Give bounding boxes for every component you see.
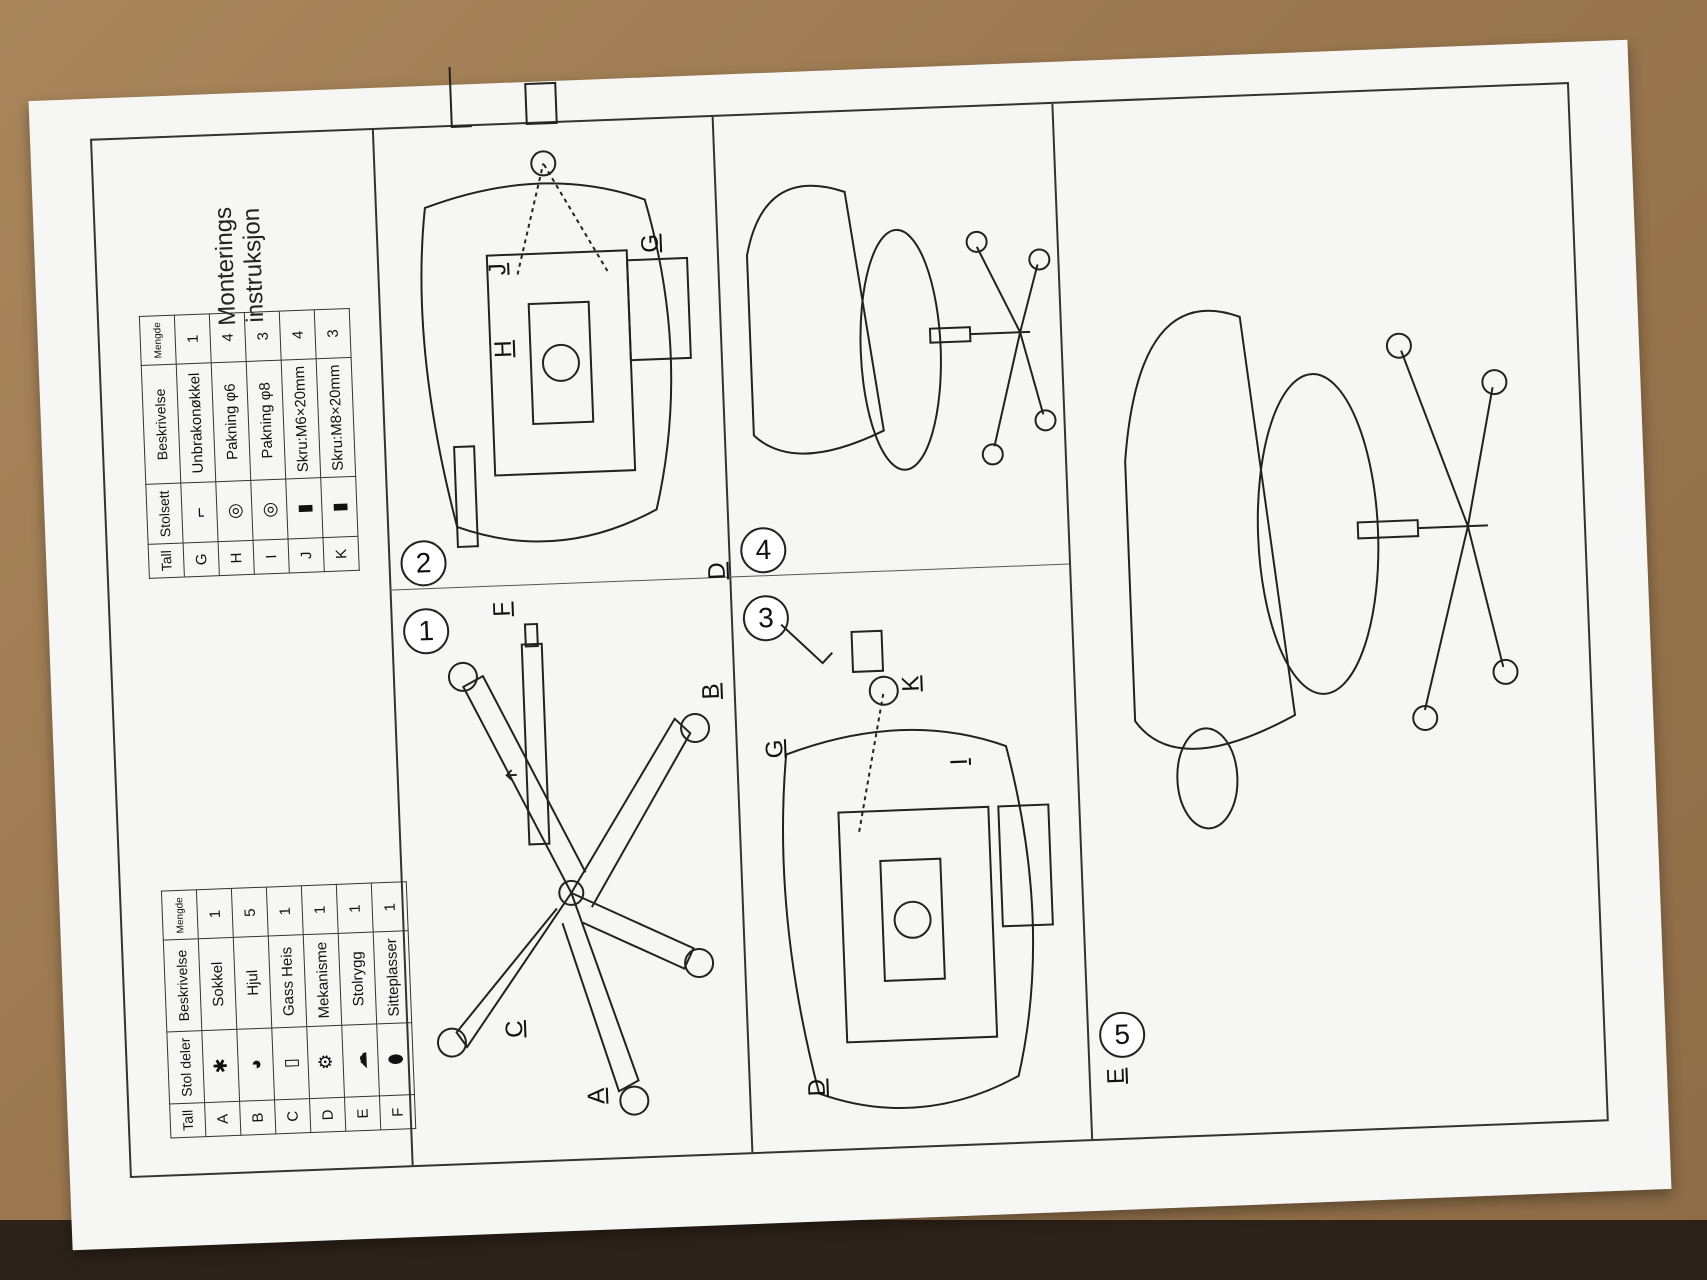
title-line-1: Monterings — [209, 206, 242, 327]
row-beskrivelse: Sitteplasser — [373, 931, 412, 1024]
row-beskrivelse: Skru:M8×20mm — [316, 357, 356, 478]
row-mengde: 1 — [266, 886, 304, 937]
step4-diagram — [745, 184, 1057, 471]
page-title: Monterings instruksjon — [210, 205, 271, 326]
base-icon: ✱ — [201, 1029, 240, 1103]
col-header-tall: Tall — [148, 543, 185, 579]
backrest-icon: ☁ — [341, 1023, 380, 1098]
col-header-stol-deler: Stol deler — [166, 1030, 205, 1104]
col-header-stolsett: Stolsett — [145, 483, 184, 545]
mechanism-icon: ⚙ — [306, 1025, 345, 1099]
label-I: I — [945, 758, 974, 766]
row-beskrivelse: Hjul — [233, 936, 272, 1030]
label-K: K — [897, 675, 925, 693]
row-beskrivelse: Stolrygg — [338, 932, 377, 1026]
row-mengde: 3 — [314, 308, 352, 359]
row-tall: E — [344, 1095, 381, 1132]
allen-key-icon: ⌐ — [180, 482, 219, 544]
row-beskrivelse: Unbrakonøkkel — [176, 362, 216, 484]
label-D-step2: D — [703, 561, 732, 581]
row-mengde: 1 — [196, 888, 234, 940]
row-beskrivelse: Mekanisme — [303, 933, 342, 1027]
step2-diagram — [420, 66, 692, 549]
step1-diagram — [436, 622, 715, 1116]
row-mengde: 1 — [336, 883, 374, 934]
label-G-step2: G — [636, 233, 665, 254]
label-G-step3: G — [760, 739, 789, 759]
screw-icon: ▮ — [285, 477, 323, 539]
label-J: J — [484, 262, 512, 276]
row-beskrivelse: Skru:M6×20mm — [281, 358, 321, 480]
step3-diagram — [780, 623, 1054, 1110]
step5-diagram — [1124, 309, 1519, 830]
row-tall: D — [309, 1097, 346, 1133]
washer-icon: ◎ — [215, 480, 254, 542]
label-C: C — [500, 1019, 529, 1039]
row-mengde: 1 — [371, 882, 409, 933]
instruction-sheet: Tall Stol deler Beskrivelse Mengde A ✱ S… — [28, 39, 1672, 1251]
row-tall: B — [239, 1099, 276, 1136]
col-header-tall: Tall — [169, 1102, 206, 1138]
label-A: A — [582, 1087, 611, 1105]
screw-icon: ▮ — [320, 476, 358, 538]
hardware-table-wrap: Tall Stolsett Beskrivelse Mengde G ⌐ Unb… — [139, 308, 360, 579]
row-beskrivelse: Sokkel — [198, 937, 237, 1031]
row-mengde: 1 — [301, 884, 339, 936]
col-header-mengde: Mengde — [161, 890, 199, 941]
row-beskrivelse: Gass Heis — [268, 935, 307, 1028]
label-F: F — [488, 601, 516, 618]
row-mengde: 1 — [174, 313, 212, 365]
col-header-beskrivelse: Beskrivelse — [141, 364, 181, 485]
row-tall: A — [204, 1101, 241, 1137]
sheet-frame: Tall Stol deler Beskrivelse Mengde A ✱ S… — [90, 66, 1609, 1179]
row-beskrivelse: Pakning φ8 — [246, 360, 286, 481]
row-beskrivelse: Pakning φ6 — [211, 361, 251, 483]
row-tall: J — [288, 537, 325, 573]
row-tall: C — [274, 1098, 311, 1134]
col-header-beskrivelse: Beskrivelse — [163, 939, 202, 1032]
label-D-step3: D — [803, 1078, 831, 1097]
label-E: E — [1102, 1067, 1131, 1085]
title-line-2: instruksjon — [237, 207, 270, 324]
row-tall: H — [218, 540, 255, 576]
wheel-icon: ◕ — [236, 1027, 275, 1102]
row-tall: K — [322, 536, 360, 572]
row-tall: G — [183, 541, 220, 578]
row-mengde: 5 — [231, 887, 269, 938]
gas-lift-icon: ▯ — [271, 1026, 310, 1100]
label-H: H — [489, 339, 518, 359]
col-header-mengde: Mengde — [139, 315, 177, 366]
washer-icon: ◎ — [250, 479, 289, 541]
parts-table-wrap: Tall Stol deler Beskrivelse Mengde A ✱ S… — [161, 882, 416, 1139]
parts-table: Tall Stol deler Beskrivelse Mengde A ✱ S… — [161, 882, 416, 1139]
label-B: B — [697, 682, 725, 700]
row-tall: I — [253, 538, 290, 575]
hardware-table: Tall Stolsett Beskrivelse Mengde G ⌐ Unb… — [139, 308, 360, 579]
seat-icon: ⬮ — [376, 1022, 415, 1096]
row-mengde: 4 — [279, 309, 317, 361]
row-tall: F — [379, 1094, 416, 1130]
